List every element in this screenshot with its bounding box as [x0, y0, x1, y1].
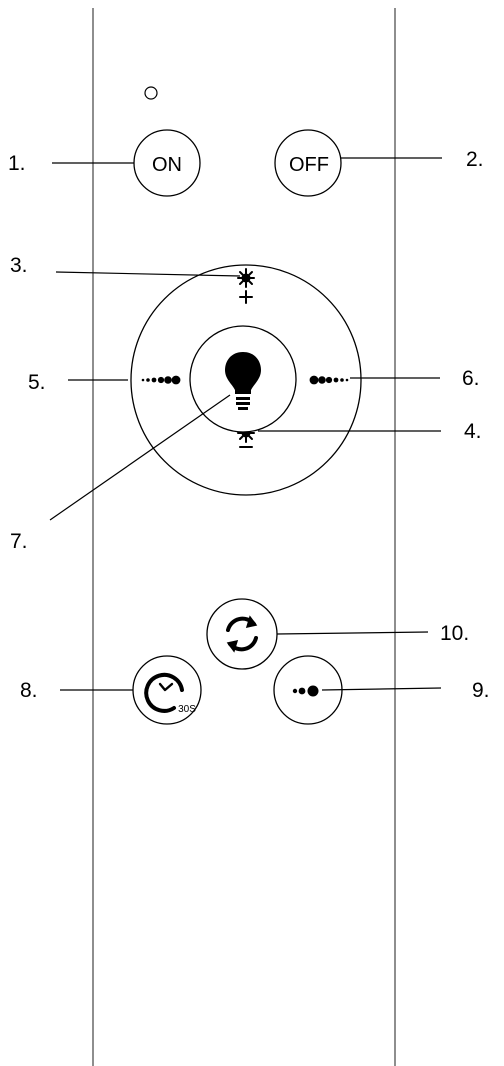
on-button-label: ON — [152, 154, 182, 176]
callout-cycle: 10. — [440, 622, 469, 645]
remote-body — [92, 8, 396, 1066]
callout-timer: 8. — [20, 679, 38, 702]
brightness-up-icon[interactable] — [237, 268, 255, 304]
callout-night-mode: 9. — [472, 679, 490, 702]
on-button[interactable]: ON — [133, 129, 201, 197]
dots-decreasing-icon[interactable] — [309, 375, 349, 385]
indicator-led — [144, 86, 158, 100]
small-dots-icon — [292, 685, 319, 697]
callout-brightness-up: 3. — [10, 254, 28, 277]
callout-cooler: 6. — [462, 367, 480, 390]
cycle-icon — [226, 615, 258, 653]
off-button-label: OFF — [289, 154, 329, 176]
callout-numbers: 1. 2. 3. 4. 5. 6. 7. 8. 9. 10. — [8, 148, 490, 702]
callout-warmer: 5. — [28, 371, 46, 394]
callout-light-toggle: 7. — [10, 530, 28, 553]
bulb-icon — [225, 352, 261, 410]
timer-button[interactable]: 30S — [132, 655, 202, 725]
callout-brightness-down: 4. — [464, 420, 482, 443]
light-toggle-button[interactable] — [189, 325, 297, 433]
timer-icon: 30S — [144, 672, 196, 715]
off-button[interactable]: OFF — [274, 129, 342, 197]
cycle-button[interactable] — [206, 598, 278, 670]
dots-increasing-icon[interactable] — [141, 375, 181, 385]
leader-lines — [49, 157, 442, 691]
callout-off: 2. — [466, 148, 484, 171]
callout-on: 1. — [8, 152, 26, 175]
timer-label: 30S — [178, 704, 196, 715]
night-mode-button[interactable] — [273, 655, 343, 725]
